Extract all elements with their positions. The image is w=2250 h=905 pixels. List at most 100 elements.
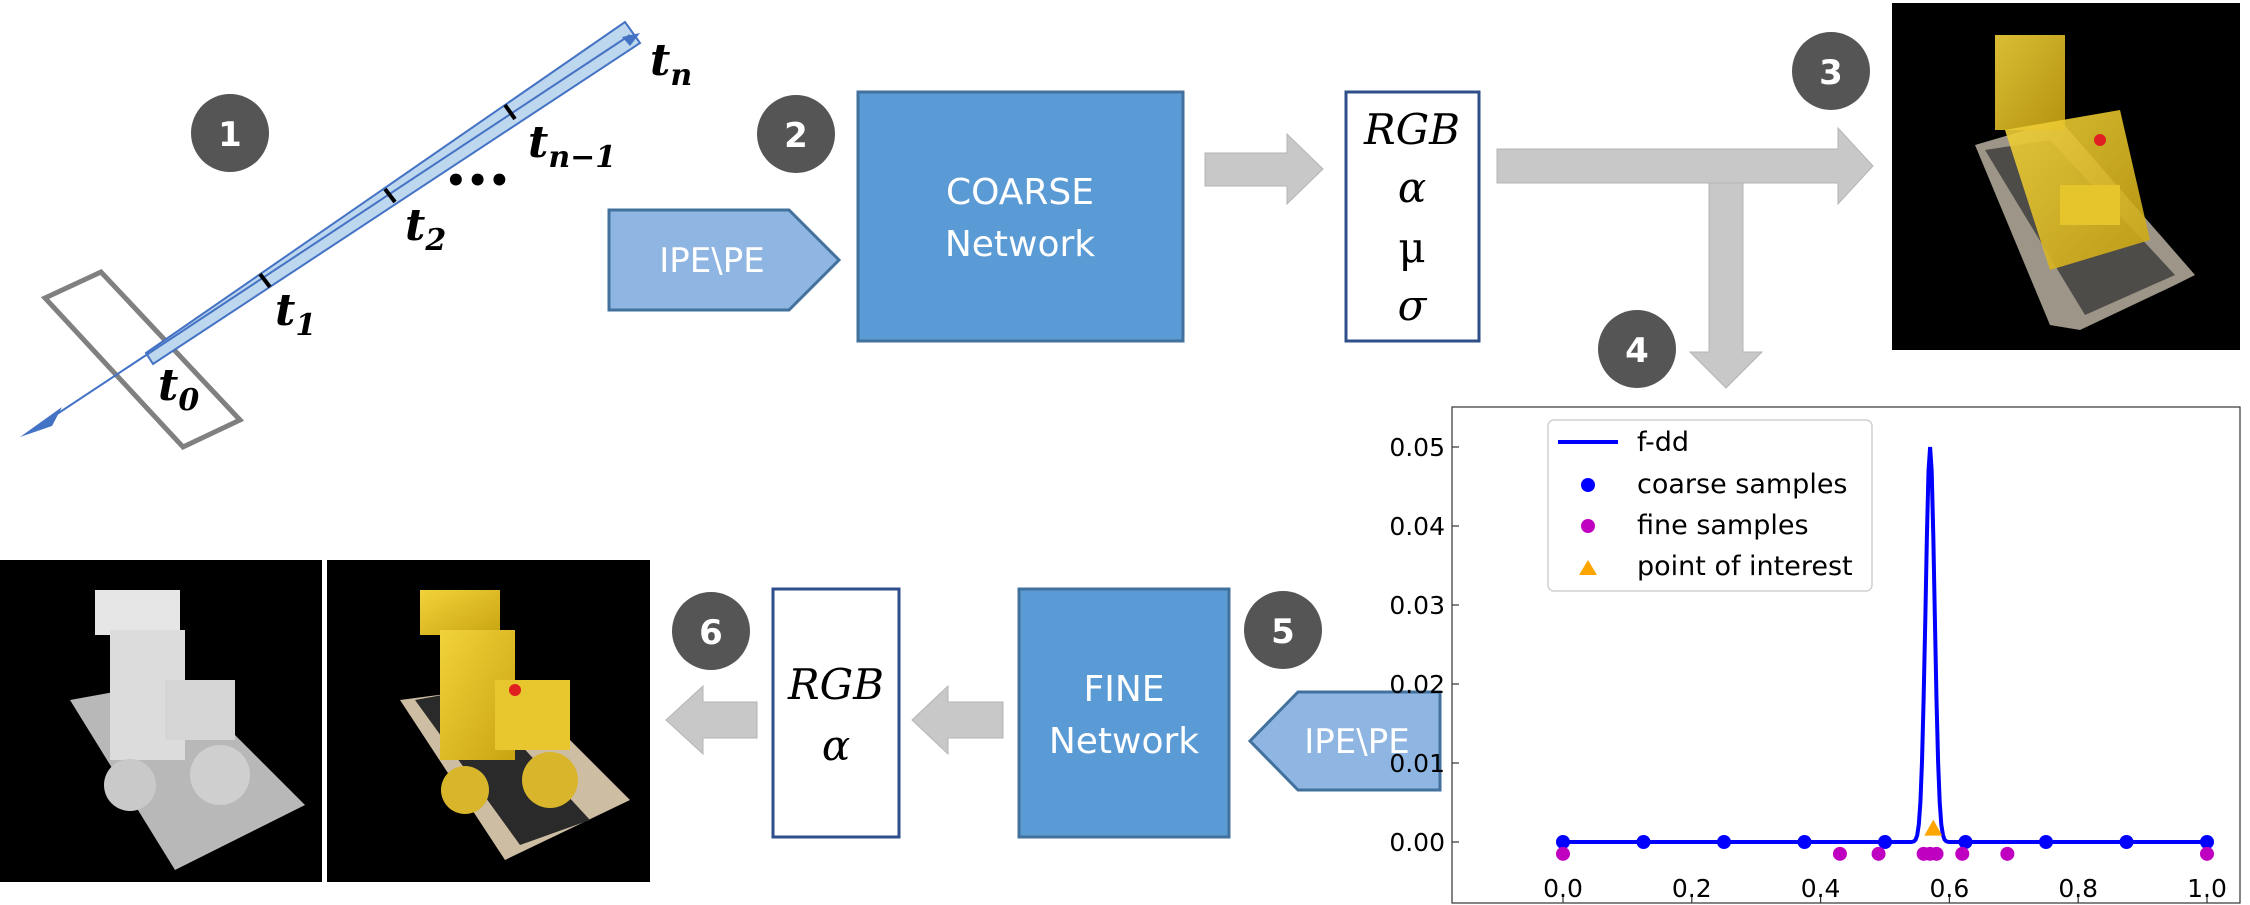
coarse-sample-point <box>1636 835 1651 849</box>
step-6-badge: 6 <box>672 592 750 670</box>
legend-label-fine: fine samples <box>1637 510 1809 541</box>
sample-tick-tn1 <box>503 103 517 121</box>
label-t1: t1 <box>275 285 316 343</box>
fine-sample-point <box>1929 846 1944 861</box>
svg-text:4: 4 <box>1625 331 1649 371</box>
x-tick-label: 0.0 <box>1543 874 1583 903</box>
svg-text:2: 2 <box>784 116 808 156</box>
sample-tick-t1 <box>258 272 272 289</box>
coarse-sample-point <box>1717 835 1731 849</box>
step-circle <box>757 95 835 173</box>
y-tick-label: 0.02 <box>1389 670 1445 699</box>
svg-text:Network: Network <box>1049 721 1199 762</box>
step-circle <box>1792 32 1870 110</box>
svg-text:RGB: RGB <box>1363 105 1460 154</box>
svg-text:IPE\PE: IPE\PE <box>1304 722 1409 762</box>
arrow-output-to-render <box>1496 126 1874 206</box>
legend: f-dd coarse samples fine samples point o… <box>1547 419 1873 592</box>
y-tick-label: 0.03 <box>1389 591 1445 620</box>
legend-coarse-swatch <box>1581 478 1595 492</box>
coarse-sample-point <box>2119 835 2134 849</box>
legend-fine-swatch <box>1581 519 1595 533</box>
y-tick-label: 0.04 <box>1389 512 1445 541</box>
coarse-output-box: RGB α μ σ <box>1344 90 1481 343</box>
x-tick-label: 0.6 <box>1930 874 1970 903</box>
svg-text:IPE\PE: IPE\PE <box>659 241 764 281</box>
label-t2: t2 <box>405 200 446 258</box>
y-tick-label: 0.00 <box>1389 828 1445 857</box>
point-of-interest-marker <box>1924 819 1943 836</box>
encoding-top: IPE\PE <box>607 208 842 312</box>
legend-poi-swatch <box>1579 560 1597 575</box>
ray-axis <box>44 34 631 423</box>
legend-label-fdd: f-dd <box>1637 427 1689 458</box>
step-5-badge: 5 <box>1244 591 1322 669</box>
coarse-network-box: COARSE Network <box>856 90 1185 343</box>
coarse-sample-point <box>1556 835 1570 849</box>
legend-box <box>1547 419 1873 592</box>
y-tick-label: 0.05 <box>1389 433 1445 462</box>
step-circle <box>191 94 269 172</box>
coarse-sample-point <box>1958 835 1973 849</box>
fine-sample-point <box>2200 846 2214 861</box>
step-circle <box>672 592 750 670</box>
svg-text:σ: σ <box>1398 281 1428 330</box>
x-tick-label: 0.4 <box>1801 874 1841 903</box>
y-tick-label: 0.01 <box>1389 749 1445 778</box>
step-1-badge: 1 <box>191 94 269 172</box>
depth-map-image <box>0 560 322 882</box>
fine-sample-point <box>1556 846 1570 861</box>
legend-label-coarse: coarse samples <box>1637 469 1848 500</box>
svg-text:Network: Network <box>945 224 1095 265</box>
svg-text:1: 1 <box>218 115 242 155</box>
coarse-sample-point <box>2039 835 2053 849</box>
fine-sample-point <box>2000 846 2015 861</box>
label-tn: tn <box>650 35 692 93</box>
coarse-sample-point <box>1797 835 1812 849</box>
fine-sample-point <box>1832 846 1847 861</box>
svg-text:RGB: RGB <box>787 660 884 709</box>
arrow-fine-to-output <box>911 684 1004 756</box>
label-t0: t0 <box>158 360 199 418</box>
x-tick-label: 1.0 <box>2187 874 2227 903</box>
density-chart: 0.0 0.2 0.4 0.6 0.8 1.0 0.00 0.01 0.02 0.03 0.04 0.… <box>1389 406 2241 904</box>
ray-illustration: t0 t1 t2 ••• tn−1 tn <box>20 20 692 451</box>
legend-label-poi: point of interest <box>1637 551 1853 582</box>
ray-arrowhead-head <box>622 33 640 46</box>
coarse-sample-point <box>2200 835 2214 849</box>
ray-arrowhead-tail <box>20 407 62 437</box>
step-circle <box>1244 591 1322 669</box>
svg-text:α: α <box>1398 163 1426 212</box>
ellipsis: ••• <box>445 161 510 201</box>
arrow-output-to-renders <box>665 684 758 756</box>
svg-text:5: 5 <box>1271 612 1295 652</box>
arrow-coarse-to-output <box>1204 132 1324 206</box>
fine-render-image <box>327 560 650 882</box>
step-circle <box>1598 310 1676 388</box>
sample-tick-t2 <box>383 187 397 204</box>
step-4-badge: 4 <box>1598 310 1676 388</box>
coarse-sample-point <box>1878 835 1892 849</box>
fine-output-box: RGB α <box>771 587 901 839</box>
svg-text:6: 6 <box>699 613 723 653</box>
arrow-down-to-chart <box>1688 182 1764 389</box>
image-plane <box>40 268 245 451</box>
encoding-shape <box>1247 690 1442 792</box>
svg-text:COARSE: COARSE <box>946 172 1094 213</box>
step-2-badge: 2 <box>757 95 835 173</box>
coarse-render-image <box>1892 3 2240 350</box>
fine-sample-point <box>1955 846 1970 861</box>
x-tick-label: 0.8 <box>2058 874 2098 903</box>
x-tick-label: 0.2 <box>1672 874 1712 903</box>
svg-text:μ: μ <box>1398 223 1425 272</box>
encoding-bottom: IPE\PE <box>1247 690 1442 792</box>
label-tn-1: tn−1 <box>528 117 616 175</box>
svg-text:α: α <box>822 721 850 770</box>
fine-sample-point <box>1871 846 1886 861</box>
step-3-badge: 3 <box>1792 32 1870 110</box>
svg-text:FINE: FINE <box>1084 669 1165 710</box>
fine-network-box: FINE Network <box>1017 587 1231 839</box>
encoding-shape <box>607 208 842 312</box>
ray-cone <box>144 20 642 366</box>
